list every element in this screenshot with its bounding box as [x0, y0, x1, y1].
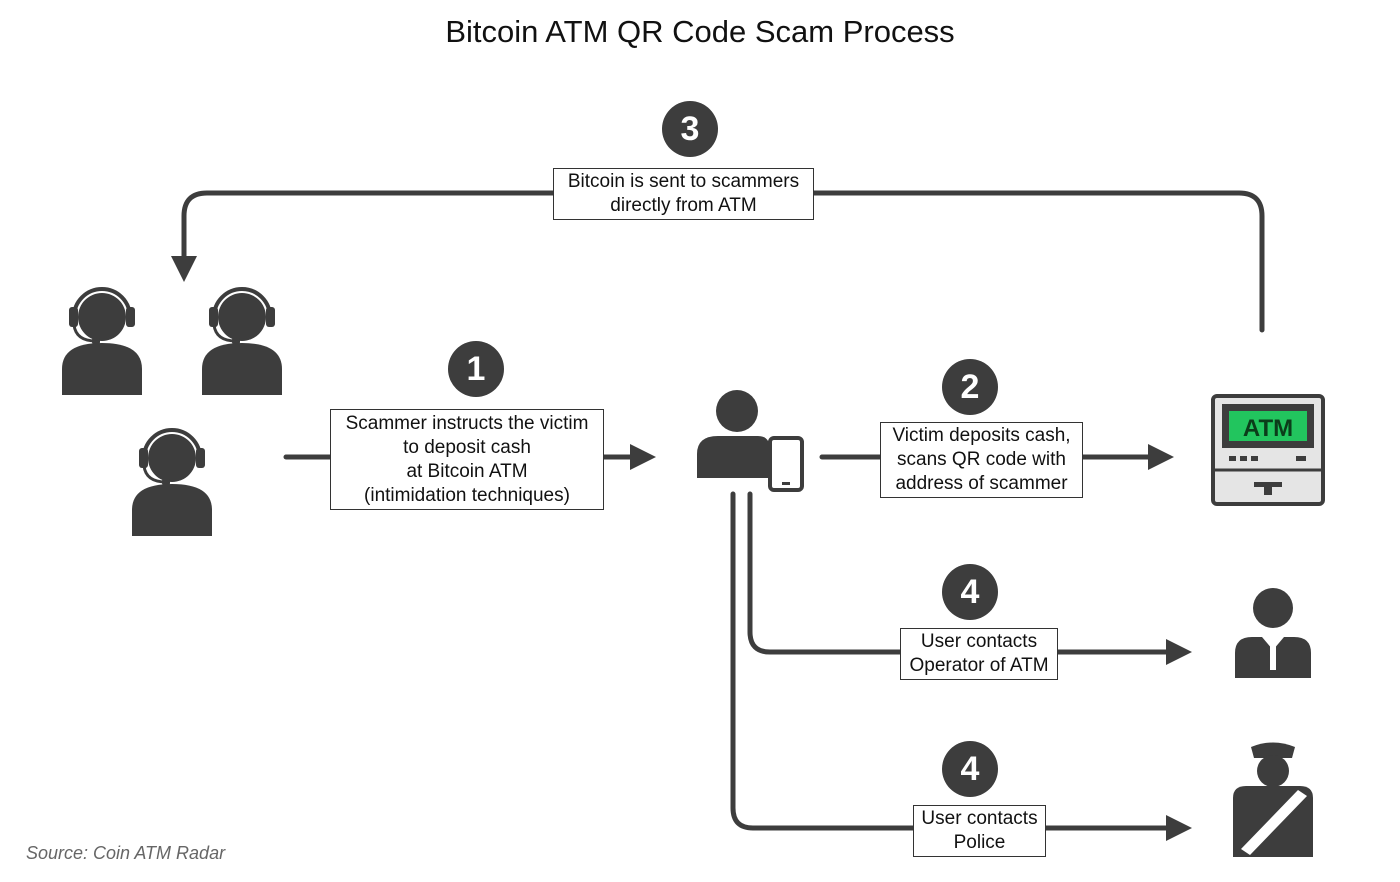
flow-step4-police-line — [730, 491, 1181, 831]
victim-person-icon — [697, 390, 770, 478]
operator-person-icon — [1235, 588, 1311, 678]
diagram-title: Bitcoin ATM QR Code Scam Process — [445, 14, 955, 49]
step-2-badge: 2 — [942, 359, 998, 415]
smartphone-icon — [768, 436, 804, 492]
connectors — [181, 190, 1265, 831]
atm-screen-label: ATM — [1243, 415, 1293, 442]
source-caption: Source: Coin ATM Radar — [26, 843, 226, 863]
step-3-badge: 3 — [662, 101, 718, 157]
headset-person-icon — [60, 287, 144, 397]
arrowheads — [171, 256, 1192, 841]
atm-machine-icon: ATM — [1211, 394, 1325, 506]
step-4-operator-badge: 4 — [942, 564, 998, 620]
arrowhead-atm — [1148, 444, 1174, 470]
arrowhead-operator — [1166, 639, 1192, 665]
step-4-operator-label: User contacts Operator of ATM — [900, 628, 1058, 680]
step-1-badge: 1 — [448, 341, 504, 397]
headset-person-icon — [200, 287, 284, 397]
arrowhead-scammers — [171, 256, 197, 282]
step-2-label: Victim deposits cash, scans QR code with… — [880, 422, 1083, 498]
step-3-label: Bitcoin is sent to scammers directly fro… — [553, 168, 814, 220]
step-1-label: Scammer instructs the victim to deposit … — [330, 409, 604, 510]
step-4-police-badge: 4 — [942, 741, 998, 797]
arrowhead-police — [1166, 815, 1192, 841]
step-4-police-label: User contacts Police — [913, 805, 1046, 857]
arrowhead-victim — [630, 444, 656, 470]
flow-step4-operator-line — [747, 491, 1181, 655]
headset-person-icon — [130, 428, 214, 538]
police-officer-icon — [1233, 742, 1313, 857]
